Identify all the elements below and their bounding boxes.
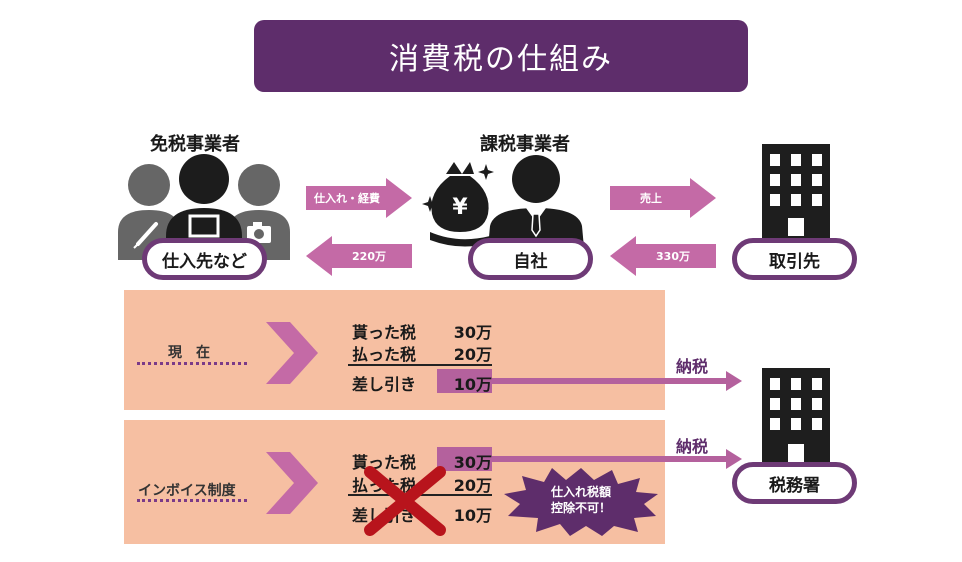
pen-icon	[133, 222, 158, 249]
purchase-arrow	[306, 178, 412, 218]
sparkle-icon	[478, 164, 494, 180]
taxable-business-heading: 課税事業者	[480, 134, 570, 155]
current-panel	[124, 290, 665, 410]
burst-line-1: 仕入れ税額	[550, 485, 611, 499]
current-dotted-underline	[137, 362, 247, 365]
page-title: 消費税の仕組み	[254, 20, 748, 92]
current-received-row: 貰った税 30万	[352, 319, 492, 343]
tax-office-pill: 税務署	[732, 462, 857, 504]
sales-label: 売上	[640, 192, 662, 205]
invoice-chevron-icon	[266, 452, 318, 514]
sales-arrow	[610, 178, 716, 218]
paid-tax-value: 20万	[453, 476, 492, 495]
burst-line-2: 控除不可！	[550, 501, 611, 515]
current-paid-row: 払った税 20万	[352, 341, 492, 365]
supplier-pill: 仕入先など	[142, 238, 267, 280]
received-tax-value: 30万	[453, 453, 492, 472]
businessman-icon: ¥	[422, 155, 584, 248]
client-building-icon	[762, 144, 830, 250]
current-sum-line	[348, 364, 492, 366]
current-label: 現 在	[168, 345, 210, 361]
client-pill: 取引先	[732, 238, 857, 280]
current-diff-row: 差し引き 10万	[352, 371, 492, 395]
invoice-payment-arrowhead	[726, 449, 742, 469]
paid-tax-value: 20万	[453, 345, 492, 364]
tax-office-building-icon	[762, 368, 830, 478]
invoice-received-highlight	[437, 447, 492, 471]
sparkle-icon	[422, 196, 438, 212]
current-chevron-icon	[266, 322, 318, 384]
invoice-dotted-underline	[137, 499, 247, 502]
paid-tax-label: 払った税	[352, 345, 417, 364]
client-receipt-label: 330万	[656, 250, 690, 263]
red-cross-icon	[364, 466, 446, 536]
current-payment-arrowhead	[726, 371, 742, 391]
purchase-label: 仕入れ・経費	[314, 192, 380, 205]
client-receipt-arrow	[610, 236, 716, 276]
current-diff-highlight	[437, 369, 492, 393]
burst-badge	[504, 468, 658, 536]
invoice-label: インボイス制度	[138, 483, 236, 499]
diff-tax-label: 差し引き	[352, 375, 417, 394]
diff-tax-value: 10万	[453, 506, 492, 525]
current-payment-arrow-line	[492, 378, 730, 384]
invoice-payment-arrow-line	[492, 456, 730, 462]
received-tax-label: 貰った税	[352, 323, 417, 342]
received-tax-value: 30万	[453, 323, 492, 342]
burst-text: 仕入れ税額 控除不可！	[502, 484, 660, 516]
invoice-pay-label: 納税	[676, 437, 709, 456]
diff-tax-value: 10万	[453, 375, 492, 394]
own-company-pill: 自社	[468, 238, 593, 280]
supplier-payment-arrow	[306, 236, 412, 276]
supplier-payment-label: 220万	[352, 250, 386, 263]
exempt-business-heading: 免税事業者	[150, 134, 240, 155]
current-pay-label: 納税	[676, 357, 709, 376]
money-bag-icon: ¥	[431, 162, 489, 232]
yen-symbol: ¥	[452, 195, 468, 220]
